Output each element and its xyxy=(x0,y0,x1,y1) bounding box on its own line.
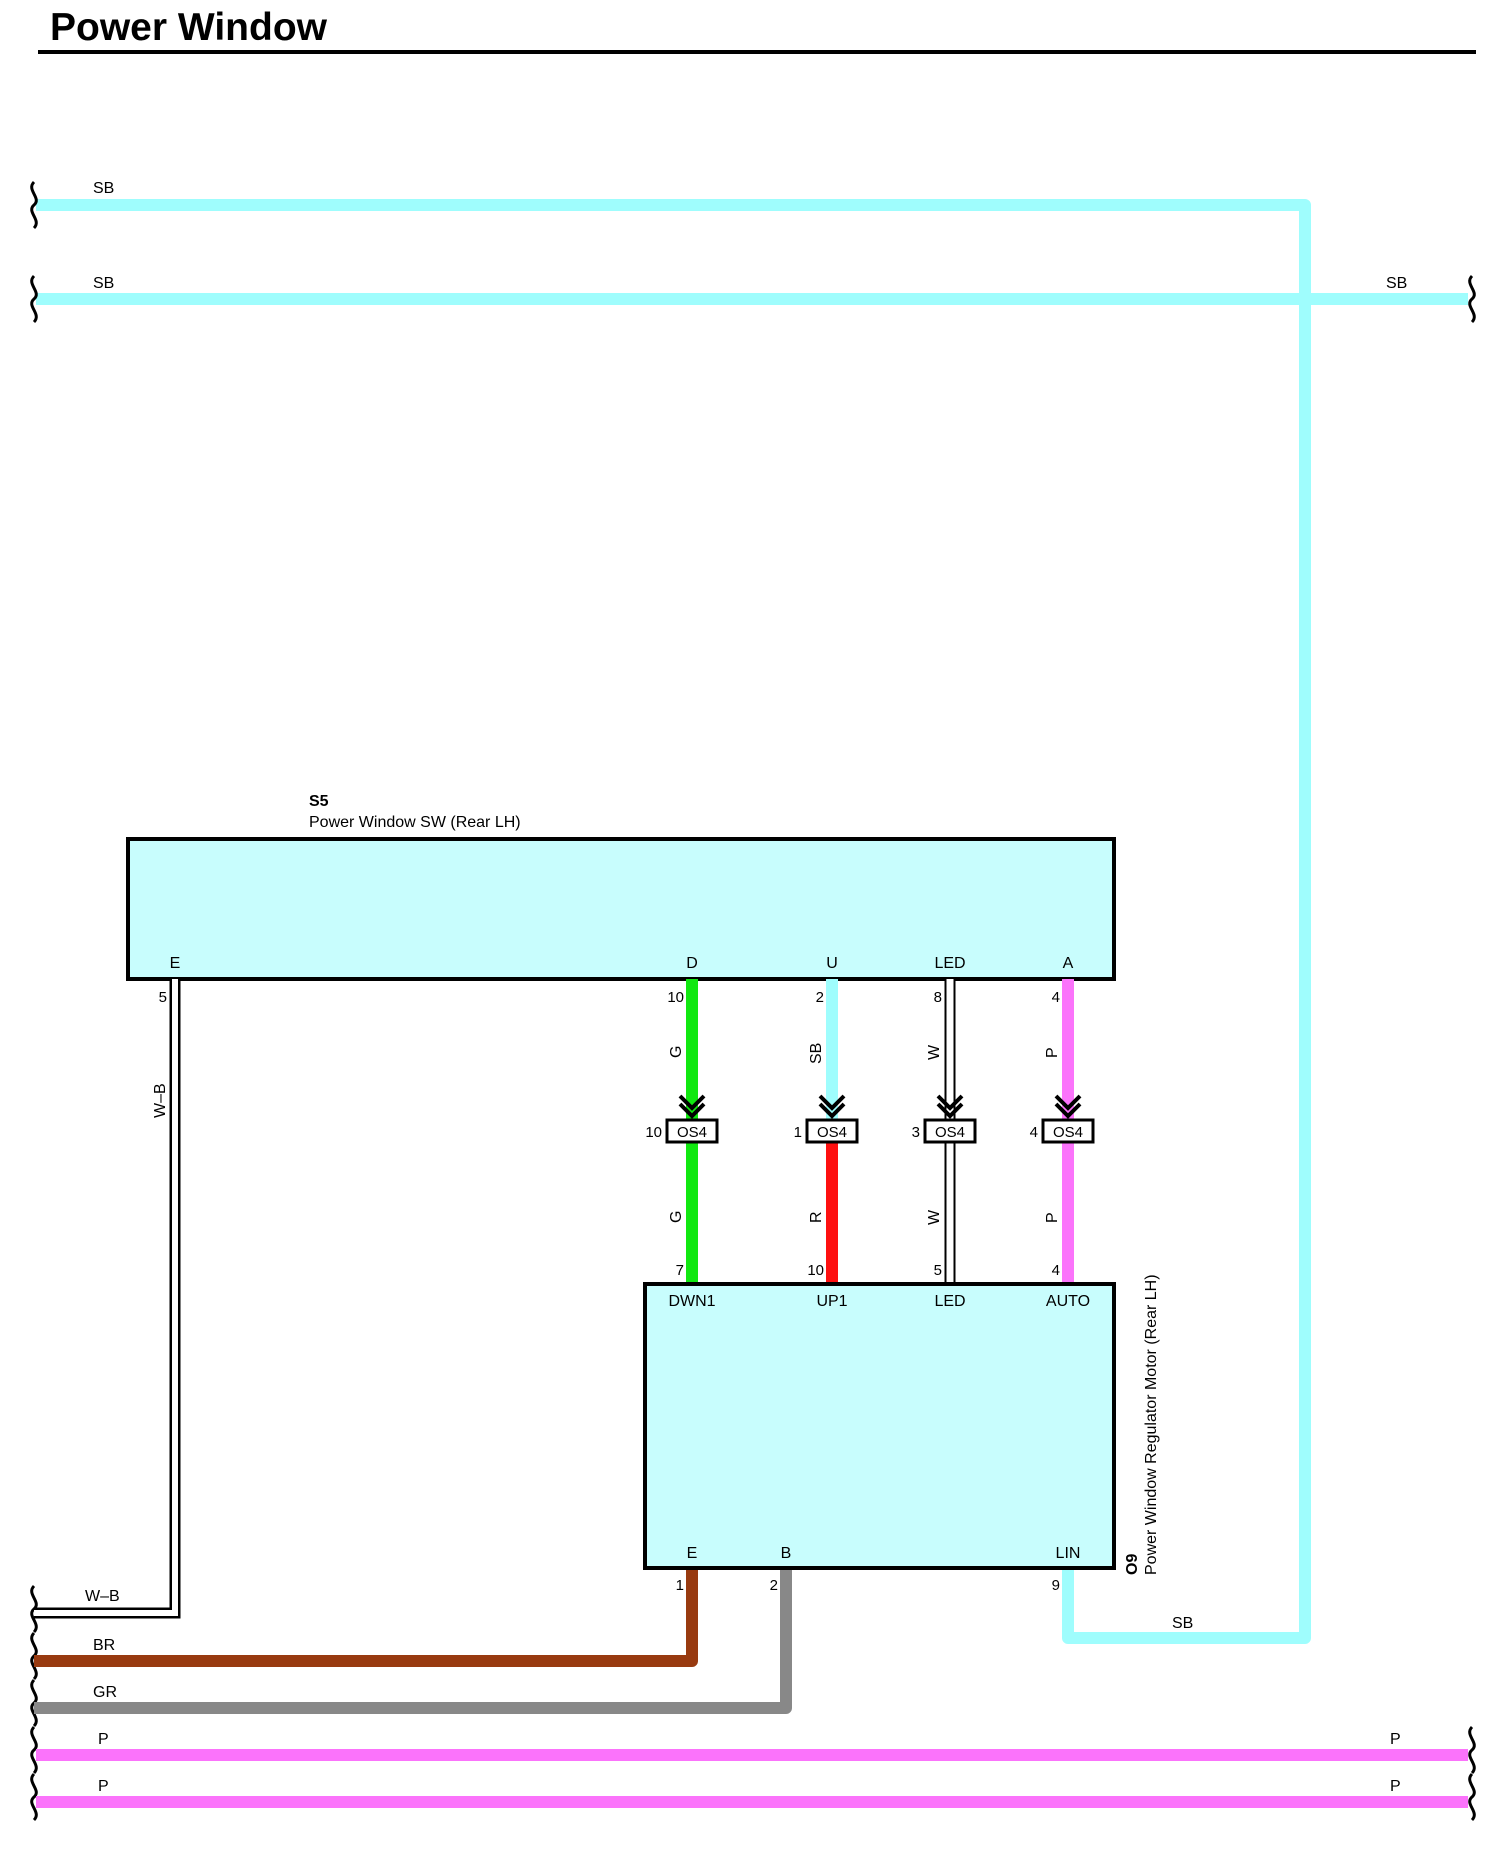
wire-label-g-lower: G xyxy=(668,1211,685,1223)
wire-label-br: BR xyxy=(93,1637,115,1654)
o9-terminal-b: B xyxy=(781,1545,792,1562)
o9-pin-b: 2 xyxy=(770,1577,778,1594)
wire-br xyxy=(34,1568,698,1667)
break-symbol xyxy=(1468,1772,1476,1822)
s5-terminal-u: U xyxy=(826,955,838,972)
o9-terminal-up1: UP1 xyxy=(816,1293,847,1310)
component-s5-box xyxy=(126,837,1116,981)
break-symbol xyxy=(30,1725,38,1775)
s5-pin-led: 8 xyxy=(934,989,942,1006)
component-o9-name: Power Window Regulator Motor (Rear LH) xyxy=(1143,1274,1160,1575)
break-symbol xyxy=(30,274,38,324)
wire-gr xyxy=(34,1568,792,1714)
wire-label-wb-vertical: W–B xyxy=(152,1083,169,1118)
wire-label-p-lower: P xyxy=(1044,1212,1061,1223)
component-s5-name: Power Window SW (Rear LH) xyxy=(309,814,521,831)
wire-label-p-2-right: P xyxy=(1390,1778,1401,1795)
wire-label-p-1-right: P xyxy=(1390,1731,1401,1748)
o9-terminal-e: E xyxy=(687,1545,698,1562)
s5-terminal-e: E xyxy=(170,955,181,972)
wire-label-p-2-left: P xyxy=(98,1778,109,1795)
o9-pin-lin: 9 xyxy=(1052,1577,1060,1594)
connector-os4-a-name: OS4 xyxy=(1053,1124,1083,1141)
s5-pin-u: 2 xyxy=(816,989,824,1006)
break-symbol xyxy=(30,1772,38,1822)
wire-label-g-upper: G xyxy=(668,1046,685,1058)
s5-terminal-d: D xyxy=(686,955,698,972)
connector-os4-d xyxy=(665,1094,719,1144)
component-o9-id: O9 xyxy=(1124,1554,1141,1575)
sb-wire-top-1 xyxy=(36,199,1311,1644)
connector-os4-led-name: OS4 xyxy=(935,1124,965,1141)
connector-os4-d-pin: 10 xyxy=(645,1124,662,1141)
connector-os4-led xyxy=(923,1094,977,1144)
break-symbol xyxy=(1468,274,1476,324)
connector-os4-led-pin: 3 xyxy=(912,1124,920,1141)
s5-pin-d: 10 xyxy=(667,989,684,1006)
component-o9-box xyxy=(643,1282,1116,1570)
wire-label-sb-lin: SB xyxy=(1172,1615,1193,1632)
wire-label-r-lower: R xyxy=(808,1211,825,1223)
s5-pin-a: 4 xyxy=(1052,989,1060,1006)
wire-label-wb-ground: W–B xyxy=(85,1588,120,1605)
wire-label-p-1-left: P xyxy=(98,1731,109,1748)
wire-label-p-upper: P xyxy=(1044,1047,1061,1058)
o9-terminal-auto: AUTO xyxy=(1046,1293,1090,1310)
o9-terminal-led: LED xyxy=(934,1293,965,1310)
o9-terminal-dwn1: DWN1 xyxy=(668,1293,715,1310)
break-symbol xyxy=(1468,1725,1476,1775)
o9-pin-led: 5 xyxy=(934,1262,942,1279)
connector-os4-a xyxy=(1041,1094,1095,1144)
break-symbol xyxy=(30,180,38,230)
wire-label-gr: GR xyxy=(93,1684,117,1701)
wire-label-w-lower: W xyxy=(926,1209,943,1225)
wire-label-w-upper: W xyxy=(926,1044,943,1060)
s5-terminal-a: A xyxy=(1063,955,1074,972)
wire-label-sb-top-2-left: SB xyxy=(93,275,114,292)
connector-os4-u xyxy=(805,1094,859,1144)
o9-pin-e: 1 xyxy=(676,1577,684,1594)
wb-wire xyxy=(34,979,181,1619)
connector-os4-a-pin: 4 xyxy=(1030,1124,1038,1141)
connector-os4-u-name: OS4 xyxy=(817,1124,847,1141)
o9-pin-auto: 4 xyxy=(1052,1262,1060,1279)
page-title: Power Window xyxy=(50,6,328,49)
s5-terminal-led: LED xyxy=(934,955,965,972)
break-symbols xyxy=(30,180,1476,1822)
connector-os4-u-pin: 1 xyxy=(794,1124,802,1141)
o9-pin-up1: 10 xyxy=(807,1262,824,1279)
o9-pin-dwn1: 7 xyxy=(676,1262,684,1279)
connector-os4-d-name: OS4 xyxy=(677,1124,707,1141)
s5-pin-e: 5 xyxy=(159,989,167,1006)
o9-terminal-lin: LIN xyxy=(1056,1545,1081,1562)
wire-label-sb-top-1: SB xyxy=(93,180,114,197)
wire-label-sb-upper: SB xyxy=(808,1043,825,1064)
component-s5-id: S5 xyxy=(309,793,329,810)
wire-label-sb-top-2-right: SB xyxy=(1386,275,1407,292)
